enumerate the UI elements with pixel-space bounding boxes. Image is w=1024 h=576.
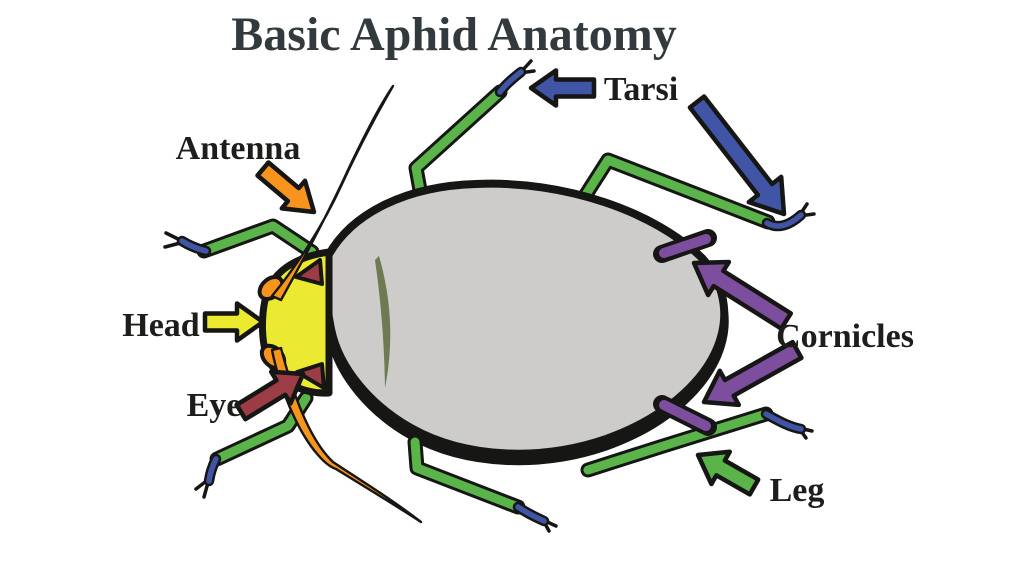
eye-label: Eye (187, 387, 242, 424)
cornicles-arrow-upper-icon (691, 259, 794, 331)
cornicle-lower (653, 395, 717, 436)
tarsi-arrow-left-icon (528, 68, 597, 108)
head-label: Head (122, 307, 200, 344)
tarsi-label: Tarsi (604, 71, 678, 108)
diagram-title: Basic Aphid Anatomy (231, 8, 676, 61)
cornicles-label: Cornicles (776, 318, 914, 355)
leg-rear-upper (585, 160, 816, 226)
leg-front-upper (163, 226, 312, 252)
compound-eye-upper (294, 258, 324, 286)
antenna-upper (270, 84, 395, 302)
tarsi-arrow-long-icon (687, 94, 787, 217)
leg-arrow-icon (695, 449, 761, 497)
leg-label: Leg (770, 472, 825, 509)
eye-arrow-icon (234, 369, 306, 422)
compound-eye-lower (295, 362, 326, 390)
leg-middle-upper (416, 59, 536, 212)
cornicles-arrow-lower-icon (701, 339, 804, 408)
antenna-lower (270, 346, 423, 524)
cornicle-upper (653, 229, 717, 263)
antenna-arrow-icon (255, 160, 317, 215)
antenna-label: Antenna (176, 130, 301, 167)
leg-front-lower (194, 398, 306, 499)
leg-middle-lower (415, 442, 558, 533)
leg-rear-lower (588, 414, 814, 470)
head-arrow-icon (202, 301, 266, 343)
body-highlight-mark (375, 256, 391, 388)
